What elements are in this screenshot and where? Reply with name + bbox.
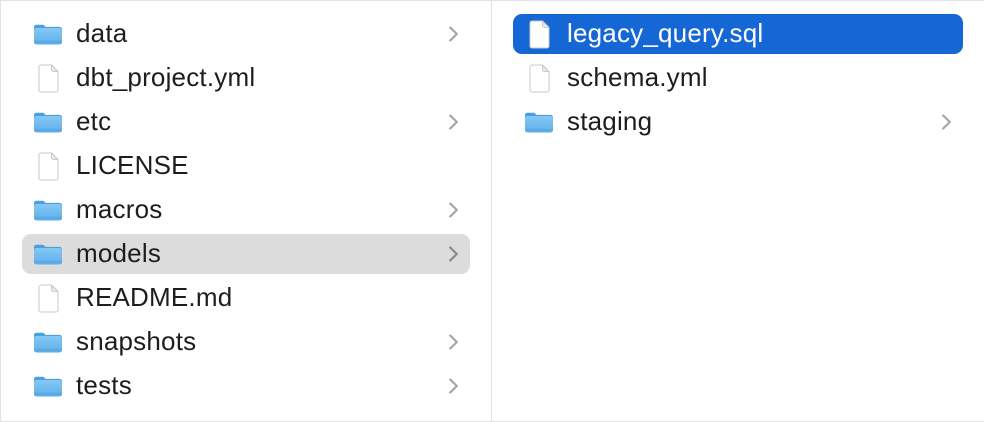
folder-icon — [33, 330, 63, 354]
folder-icon — [33, 22, 63, 46]
folder-list-item[interactable]: snapshots — [1, 320, 491, 364]
chevron-right-icon — [448, 113, 459, 131]
chevron-right-icon — [941, 113, 952, 131]
list-item-inner: macros — [22, 190, 470, 230]
file-list-item[interactable]: dbt_project.yml — [1, 56, 491, 100]
file-label: etc — [76, 106, 112, 136]
folder-list-item[interactable]: macros — [1, 188, 491, 232]
file-list-item[interactable]: schema.yml — [492, 56, 984, 100]
chevron-right-icon — [448, 333, 459, 351]
folder-icon — [33, 198, 63, 222]
file-list-item[interactable]: LICENSE — [1, 144, 491, 188]
list-item-inner: snapshots — [22, 322, 470, 362]
folder-list-item[interactable]: models — [1, 232, 491, 276]
list-item-inner: dbt_project.yml — [22, 58, 470, 98]
file-label: README.md — [76, 282, 233, 312]
folder-icon — [33, 242, 63, 266]
folder-list-item[interactable]: staging — [492, 100, 984, 144]
list-item-inner: README.md — [22, 278, 470, 318]
file-list-item[interactable]: README.md — [1, 276, 491, 320]
list-item-inner: staging — [513, 102, 963, 142]
folder-icon — [33, 110, 63, 134]
file-list-right: legacy_query.sql schema.yml staging — [492, 1, 984, 144]
folder-list-item[interactable]: tests — [1, 364, 491, 408]
file-label: LICENSE — [76, 150, 189, 180]
folder-list-item[interactable]: etc — [1, 100, 491, 144]
document-icon — [33, 152, 63, 181]
file-label: legacy_query.sql — [567, 18, 764, 48]
document-icon — [524, 64, 554, 93]
file-label: macros — [76, 194, 163, 224]
chevron-right-icon — [448, 377, 459, 395]
file-label: snapshots — [76, 326, 197, 356]
file-label: tests — [76, 370, 132, 400]
file-label: schema.yml — [567, 62, 708, 92]
file-label: dbt_project.yml — [76, 62, 256, 92]
file-list-item[interactable]: legacy_query.sql — [492, 12, 984, 56]
folder-icon — [33, 374, 63, 398]
folder-list-item[interactable]: data — [1, 12, 491, 56]
list-item-inner: legacy_query.sql — [513, 14, 963, 54]
file-label: data — [76, 18, 128, 48]
file-label: models — [76, 238, 162, 268]
folder-icon — [524, 110, 554, 134]
list-item-inner: etc — [22, 102, 470, 142]
chevron-right-icon — [448, 201, 459, 219]
file-label: staging — [567, 106, 653, 136]
list-item-inner: schema.yml — [513, 58, 963, 98]
chevron-right-icon — [448, 25, 459, 43]
list-item-inner: tests — [22, 366, 470, 406]
document-icon — [33, 64, 63, 93]
finder-column-right: legacy_query.sql schema.yml staging — [492, 1, 984, 421]
list-item-inner: LICENSE — [22, 146, 470, 186]
list-item-inner: models — [22, 234, 470, 274]
chevron-right-icon — [448, 245, 459, 263]
list-item-inner: data — [22, 14, 470, 54]
document-icon — [33, 284, 63, 313]
document-icon — [524, 20, 554, 49]
